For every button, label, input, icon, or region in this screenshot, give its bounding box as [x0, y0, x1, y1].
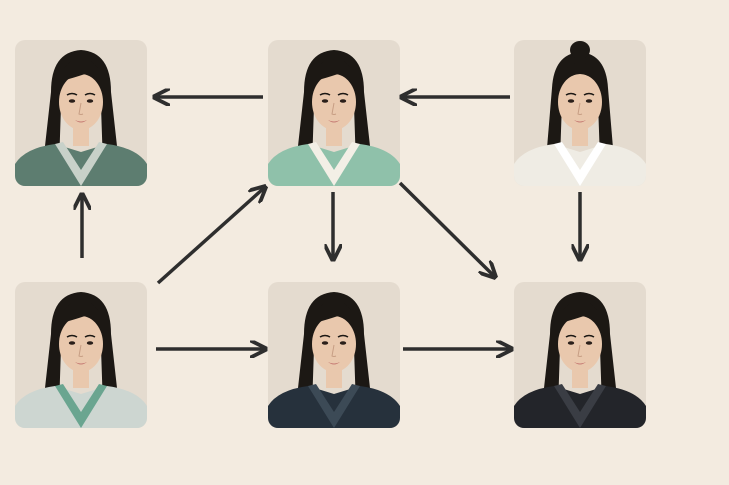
portrait-bottom-center: [268, 282, 400, 428]
portrait-bottom-left: [15, 282, 147, 428]
portrait-bottom-right: [514, 282, 646, 428]
portrait-top-center: [268, 40, 400, 186]
portrait-top-right: [514, 40, 646, 186]
portrait-top-left: [15, 40, 147, 186]
arrow-top-center-to-bottom-right: [398, 181, 494, 276]
arrow-bottom-left-to-top-center: [156, 188, 264, 285]
